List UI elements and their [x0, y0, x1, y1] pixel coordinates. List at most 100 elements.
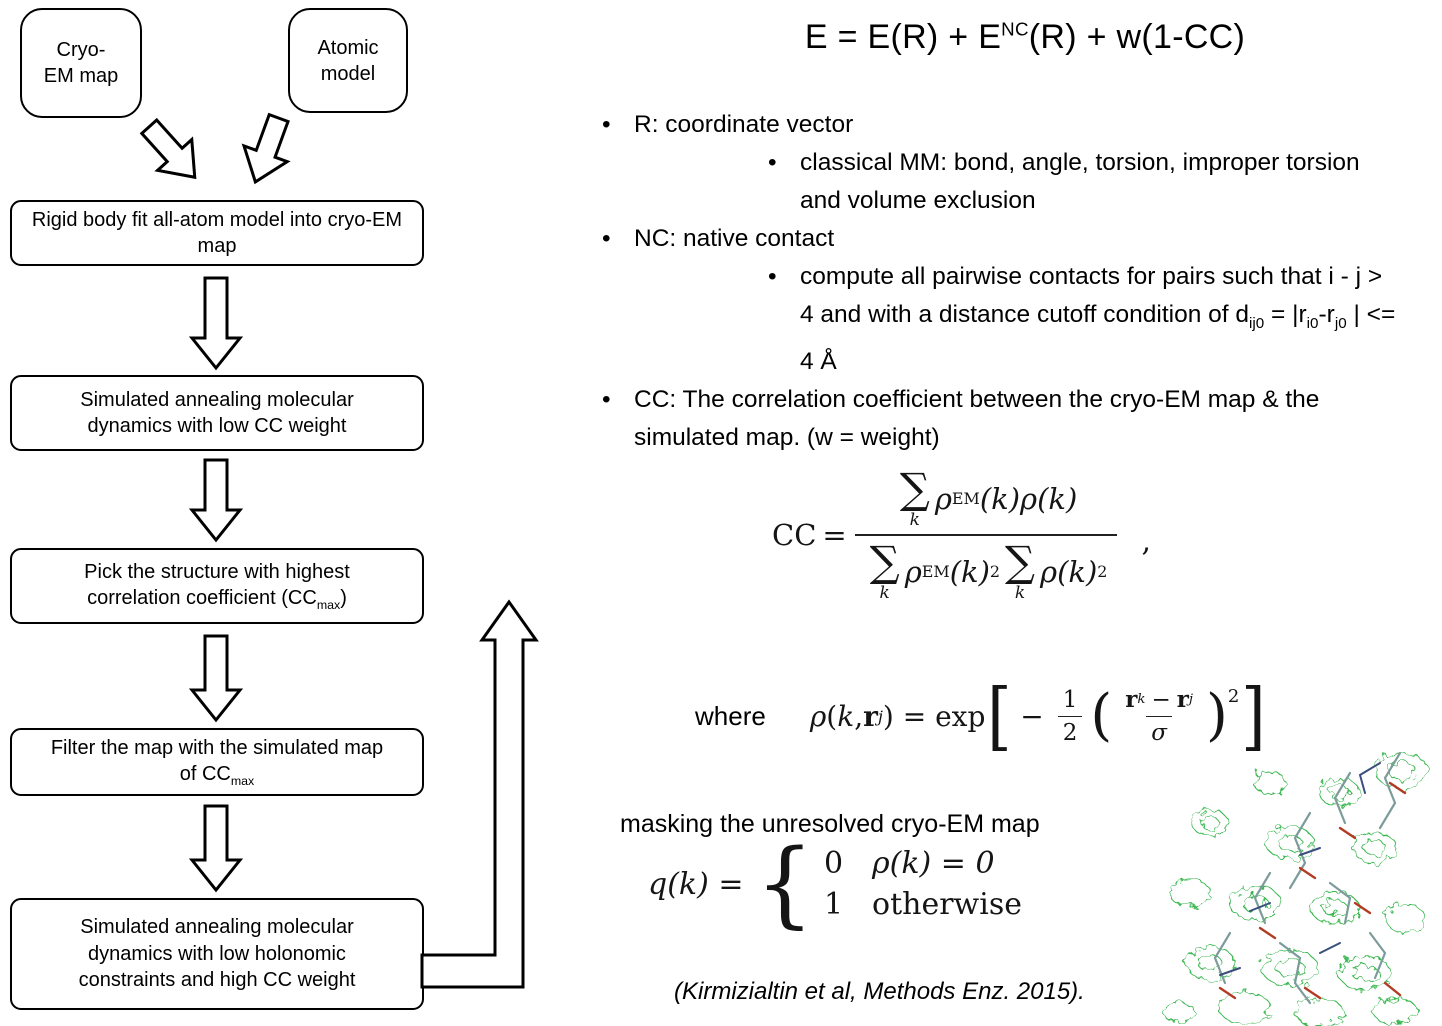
- fraction-denominator: σ: [1146, 716, 1172, 746]
- bullet-icon: •: [602, 225, 611, 252]
- case-condition: otherwise: [872, 887, 1022, 922]
- bullet-text: compute all pairwise contacts for pairs …: [800, 258, 1400, 381]
- eq-part: ρ: [904, 554, 922, 589]
- atom-sticks: [1213, 751, 1407, 1005]
- flow-source-cryo-em-map-label: Cryo- EM map: [43, 39, 119, 87]
- eq-part: E = E(R) + E: [804, 18, 1002, 56]
- bullet-text: R: coordinate vector: [634, 111, 854, 138]
- label-fragment: Filter the map with the simulated map of…: [50, 736, 384, 785]
- bullet-text: NC: native contact: [634, 225, 835, 252]
- flow-step-label: Filter the map with the simulated map of…: [50, 735, 384, 790]
- masking-equation: q(k) = { 0 ρ(k) = 0 1 otherwise: [648, 828, 1022, 939]
- subscript: j: [1188, 692, 1193, 707]
- label-subscript: max: [230, 774, 255, 788]
- comma: ,: [1141, 523, 1151, 559]
- bullet-icon: •: [768, 263, 777, 290]
- eq-part: (k): [1057, 554, 1098, 589]
- eq-part: k: [837, 699, 855, 733]
- case-row: 1 otherwise: [824, 887, 1022, 922]
- subscript: i0: [1306, 314, 1319, 332]
- subscript: k: [1137, 692, 1146, 707]
- flow-source-cryo-em-map: Cryo- EM map: [20, 8, 142, 118]
- energy-equation: E = E(R) + ENC(R) + w(1-CC): [640, 18, 1410, 57]
- eq-lhs: q(k) =: [648, 866, 744, 902]
- bullet-classical-mm: • classical MM: bond, angle, torsion, im…: [602, 144, 1442, 220]
- flow-step-pick-structure: Pick the structure with highest correlat…: [10, 548, 424, 624]
- eq-superscript: EM: [921, 562, 950, 581]
- flow-step-sa-md-high-cc: Simulated annealing molecular dynamics w…: [10, 898, 424, 1010]
- sigma: ∑: [869, 537, 900, 586]
- eq-part: 1: [1062, 686, 1078, 713]
- eq-part: (k): [1037, 481, 1078, 516]
- eq-part: r: [1125, 686, 1138, 713]
- subscript: j: [877, 706, 883, 726]
- text-fragment: compute all pairwise contacts for pairs …: [800, 263, 1383, 328]
- case-condition: ρ(k) = 0: [872, 846, 995, 881]
- cases: 0 ρ(k) = 0 1 otherwise: [824, 846, 1022, 922]
- down-arrow-1-icon: [188, 276, 244, 371]
- flow-step-label: Pick the structure with highest correlat…: [66, 559, 368, 614]
- case-value: 0: [824, 846, 844, 881]
- bullet-text: classical MM: bond, angle, torsion, impr…: [800, 149, 1360, 214]
- loop-back-arrow-icon: [420, 599, 539, 989]
- case-value: 1: [824, 887, 844, 922]
- minus-sign: −: [1020, 699, 1044, 733]
- flow-source-atomic-model: Atomic model: [288, 8, 408, 113]
- notes-list: • R: coordinate vector • classical MM: b…: [602, 106, 1442, 457]
- flow-step-filter-map: Filter the map with the simulated map of…: [10, 728, 424, 796]
- eq-superscript: EM: [951, 489, 980, 508]
- sigma-index: k: [909, 510, 920, 530]
- bullet-icon: •: [768, 149, 777, 176]
- eq-part: r: [863, 699, 878, 733]
- bullet-text: CC: The correlation coefficient between …: [634, 385, 1320, 451]
- molecular-structure-image: [1163, 751, 1429, 1026]
- flow-step-label: Simulated annealing molecular dynamics w…: [80, 388, 354, 437]
- bullet-r-coordinate-vector: • R: coordinate vector: [602, 106, 1442, 144]
- down-arrow-3-icon: [188, 634, 244, 723]
- bullet-icon: •: [602, 385, 611, 413]
- citation: (Kirmizialtin et al, Methods Enz. 2015).: [674, 978, 1085, 1005]
- flow-step-rigid-body-fit: Rigid body fit all-atom model into cryo-…: [10, 200, 424, 266]
- bullet-cc-correlation: • CC: The correlation coefficient betwee…: [602, 381, 1442, 457]
- cc-lhs: CC: [772, 518, 817, 552]
- eq-part: (: [826, 699, 838, 733]
- minus-sign: −: [1151, 686, 1171, 713]
- eq-part: ρ: [1040, 554, 1058, 589]
- eq-part: r: [1176, 686, 1189, 713]
- label-fragment: Pick the structure with highest correlat…: [84, 560, 350, 609]
- masking-title: masking the unresolved cryo-EM map: [620, 810, 1040, 838]
- eq-superscript: 2: [989, 562, 1001, 581]
- down-arrow-4-icon: [188, 804, 244, 893]
- case-row: 0 ρ(k) = 0: [824, 846, 1022, 881]
- down-arrow-2-icon: [188, 458, 244, 543]
- where-label: where: [695, 700, 766, 731]
- sum-icon: ∑k: [1005, 541, 1035, 602]
- eq-part: (k): [949, 554, 990, 589]
- sigma: ∑: [1005, 537, 1036, 586]
- flow-step-label: Simulated annealing molecular dynamics w…: [78, 916, 356, 992]
- arrow-cryo-to-fit-icon: [139, 117, 197, 180]
- eq-part: (k): [979, 481, 1021, 516]
- sum-icon: ∑k: [900, 468, 930, 529]
- subscript: ij0: [1249, 314, 1265, 332]
- subscript: j0: [1334, 314, 1347, 332]
- eq-part: ) = exp: [882, 699, 986, 733]
- flow-source-atomic-model-label: Atomic model: [317, 36, 379, 85]
- eq-superscript: NC: [1001, 18, 1029, 40]
- sum-icon: ∑k: [870, 541, 900, 602]
- label-subscript: max: [316, 598, 341, 612]
- eq-superscript: 2: [1097, 562, 1108, 581]
- eq-part: ρ: [1020, 481, 1038, 516]
- text-fragment: -r: [1318, 301, 1335, 328]
- bullet-pairwise-contacts: • compute all pairwise contacts for pair…: [602, 258, 1442, 381]
- eq-superscript: 2: [1227, 686, 1240, 707]
- flow-step-label: Rigid body fit all-atom model into cryo-…: [31, 208, 403, 257]
- text-fragment: | <= 4 Å: [800, 301, 1396, 375]
